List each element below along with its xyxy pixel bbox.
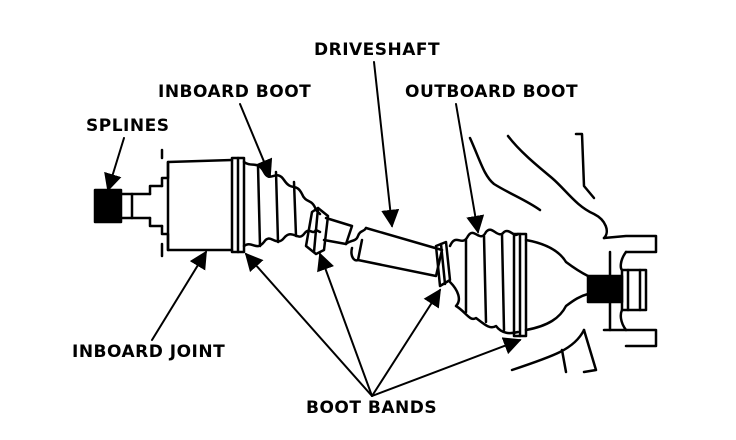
inboard-joint-label: INBOARD JOINT: [72, 342, 226, 362]
boot-band-leader-3: [371, 288, 441, 397]
outboard-boot-leader: [455, 103, 485, 234]
boot-bands-label: BOOT BANDS: [306, 398, 438, 418]
outboard-boot-part: [448, 228, 520, 335]
boot-band-leader-4: [371, 337, 522, 397]
outboard-boot-label: OUTBOARD BOOT: [405, 82, 579, 102]
splines-label: SPLINES: [86, 116, 170, 136]
driveshaft-label: DRIVESHAFT: [314, 40, 441, 60]
outboard-boot-band-large: [512, 232, 528, 338]
inboard-boot-leader: [239, 103, 273, 178]
boot-band-leader-2: [317, 252, 373, 397]
inboard-joint-housing: [160, 148, 246, 258]
boot-band-leader-1: [244, 252, 373, 397]
splines-part: [93, 184, 164, 228]
driveshaft-part: [322, 216, 444, 278]
driveshaft-leader: [373, 61, 400, 228]
outboard-joint-hub: [524, 234, 658, 348]
outboard-boot-band-small: [434, 240, 452, 288]
inboard-boot-label: INBOARD BOOT: [158, 82, 312, 102]
splines-leader: [104, 137, 125, 192]
inboard-joint-leader: [151, 250, 207, 341]
leader-lines: [104, 61, 522, 397]
steering-knuckle-outline: [468, 132, 608, 374]
inboard-boot-band: [304, 206, 330, 256]
